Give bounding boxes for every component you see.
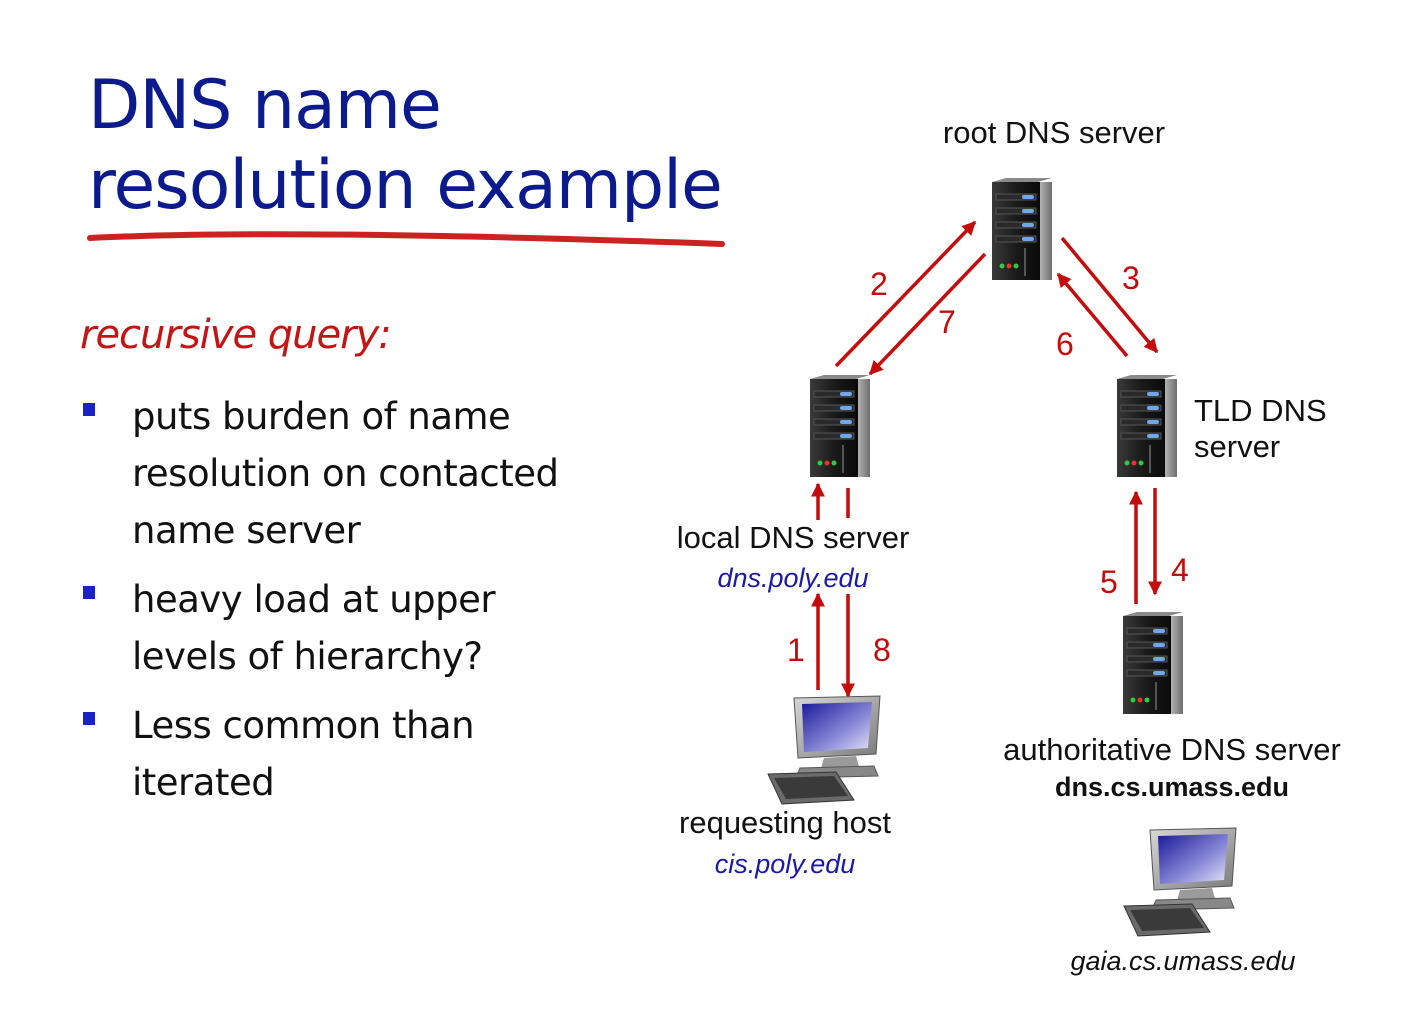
arrow-step-7 [868, 252, 987, 376]
step-label-4: 4 [1171, 552, 1189, 588]
step-label-1: 1 [787, 632, 805, 668]
step-label-6: 6 [1056, 326, 1074, 362]
root-server-icon [991, 177, 1053, 281]
local-server-label: local DNS server [676, 520, 910, 555]
root-server-label: root DNS server [942, 115, 1166, 150]
bullet-square-icon [83, 403, 95, 416]
title-line-2: resolution example [88, 146, 723, 225]
step-label-8: 8 [873, 632, 891, 668]
tld-label-line-2: server [1194, 429, 1281, 464]
arrow-step-6 [1056, 272, 1129, 358]
requesting-host-label: requesting host [679, 805, 891, 840]
bullet-item: heavy load at upper levels of hierarchy? [80, 571, 600, 685]
bullet-text: heavy load at upper levels of hierarchy? [132, 578, 496, 678]
step-label-7: 7 [938, 304, 956, 340]
bullet-square-icon [83, 712, 95, 725]
bullet-item: Less common than iterated [80, 697, 600, 811]
requesting-host-computer-icon [767, 695, 881, 805]
local-server-hostname: dns.poly.edu [717, 563, 869, 593]
authoritative-server-hostname: dns.cs.umass.edu [1054, 772, 1290, 802]
step-label-5: 5 [1100, 564, 1118, 600]
subheading: recursive query: [80, 312, 392, 358]
destination-host-hostname: gaia.cs.umass.edu [1070, 946, 1296, 976]
step-label-3: 3 [1122, 260, 1140, 296]
slide-title: DNS name resolution example [88, 66, 723, 226]
tld-server-icon [1116, 374, 1178, 478]
authoritative-server-label: authoritative DNS server [1003, 732, 1341, 767]
title-line-1: DNS name [88, 66, 442, 145]
tld-label-line-1: TLD DNS [1194, 393, 1327, 428]
bullet-text: puts burden of name resolution on contac… [132, 395, 559, 552]
step-label-2: 2 [870, 266, 888, 302]
bullet-item: puts burden of name resolution on contac… [80, 388, 600, 559]
arrow-step-2 [834, 220, 977, 368]
local-server-icon [809, 374, 871, 478]
tld-server-label: TLD DNS server [1194, 393, 1327, 465]
destination-host-computer-icon [1123, 827, 1237, 937]
arrow-step-3 [1060, 236, 1159, 354]
title-underline [87, 231, 725, 247]
bullet-text: Less common than iterated [132, 704, 475, 804]
bullet-list: puts burden of name resolution on contac… [80, 388, 600, 823]
requesting-host-hostname: cis.poly.edu [714, 849, 856, 879]
bullet-square-icon [83, 586, 95, 599]
authoritative-server-icon [1122, 611, 1184, 715]
